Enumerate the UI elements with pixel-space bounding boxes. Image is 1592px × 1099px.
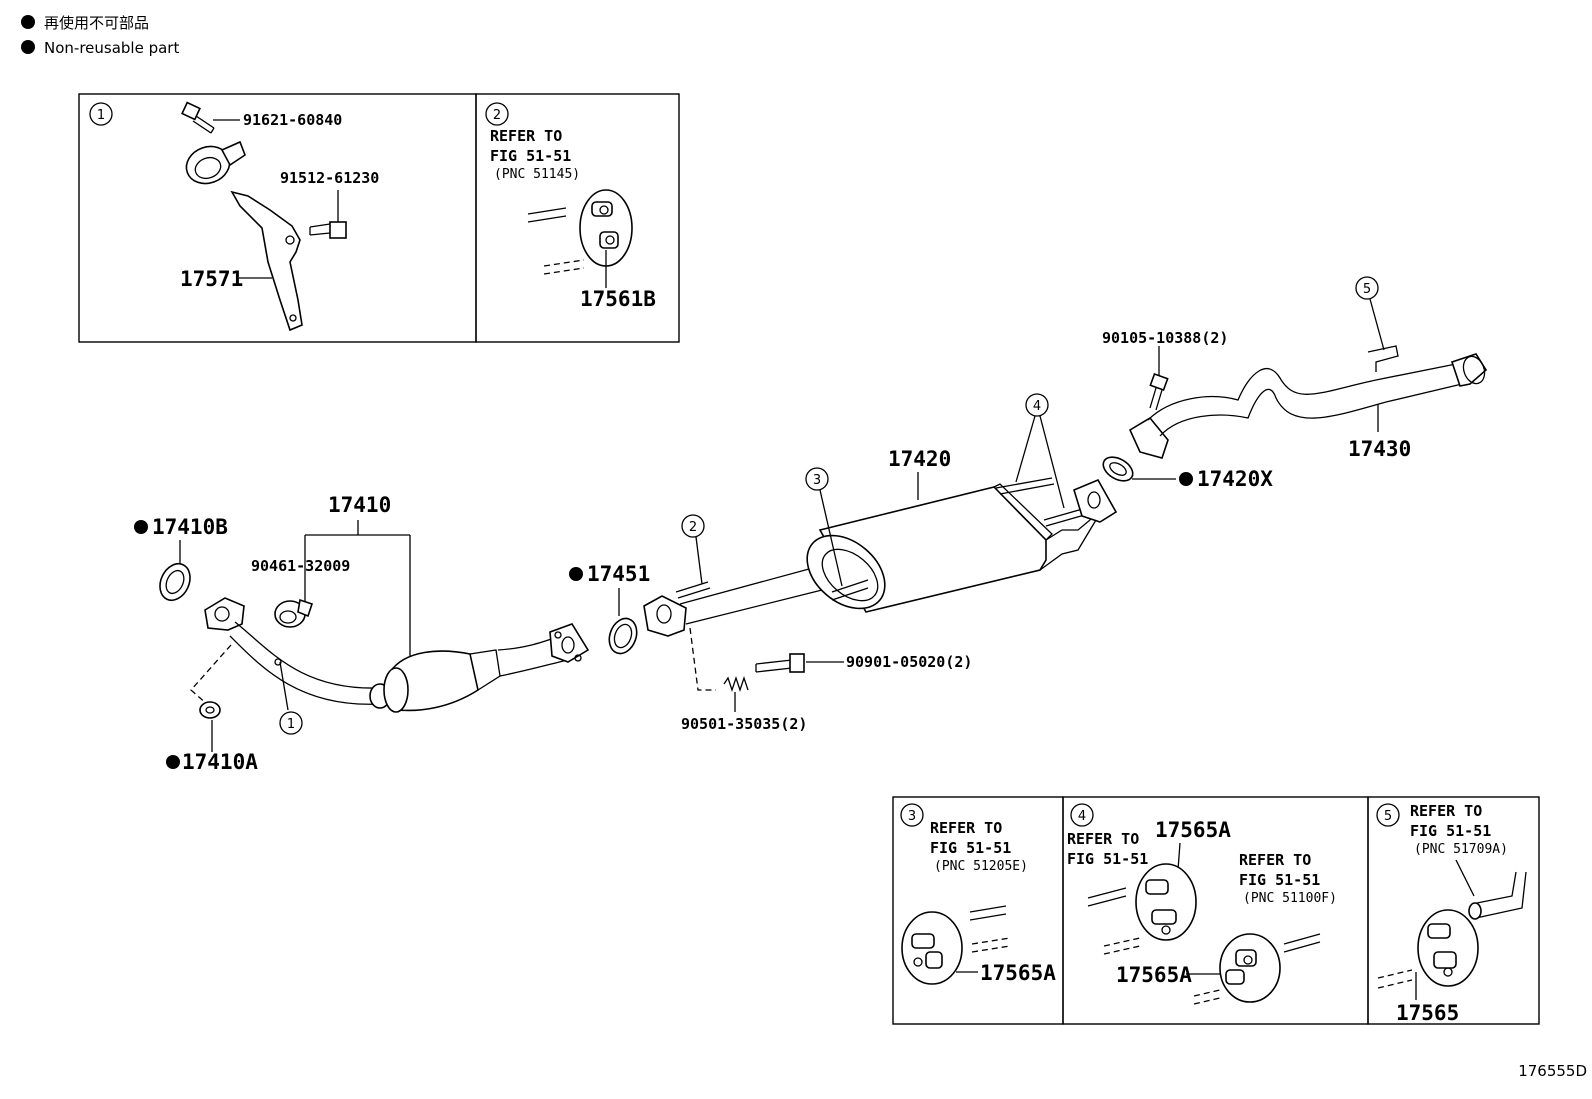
part-number-17561B: 17561B: [580, 287, 656, 311]
callout-2-number: 2: [689, 520, 697, 535]
inset-1: 1 91621-60840 91512-61230 1: [78, 93, 477, 343]
main-assembly: 17410B 17410: [134, 276, 1488, 774]
gasket-icon: [159, 562, 191, 602]
legend-ja: 再使用不可部品: [44, 14, 149, 32]
non-reusable-dot-icon: [21, 40, 35, 54]
inset-4-refer-a-line-2: FIG 51-51: [1067, 850, 1148, 868]
non-reusable-dot-icon: [1179, 472, 1193, 486]
callout-4-number: 4: [1033, 399, 1041, 414]
callout-3-number: 3: [813, 473, 821, 488]
rubber-hanger-icon: [579, 189, 633, 267]
rubber-hanger-icon: [901, 911, 963, 985]
callout-1-number: 1: [287, 717, 295, 732]
callout-circle: [1376, 803, 1400, 827]
inset-5: 5 REFER TO FIG 51-51 (PNC 51709A) 17565: [1367, 796, 1540, 1025]
part-number-17410: 17410: [328, 493, 391, 517]
part-number-17410A: 17410A: [182, 750, 258, 774]
part-number-17430: 17430: [1348, 437, 1411, 461]
inset-2-refer-pnc: (PNC 51145): [494, 167, 580, 182]
part-number-17565A-upper: 17565A: [1155, 818, 1231, 842]
inset-2-refer-line-2: FIG 51-51: [490, 147, 571, 165]
callout-circle: [805, 467, 829, 491]
bolt-icon: [755, 653, 805, 673]
inset-4: 4 REFER TO FIG 51-51 17565A REFER TO FIG…: [1062, 796, 1369, 1025]
bolt-icon: [309, 221, 347, 239]
inset-3-refer-pnc: (PNC 51205E): [934, 859, 1028, 874]
bolt-icon: [1149, 372, 1169, 411]
clamp-icon: [274, 598, 314, 628]
inset-3-refer-line-1: REFER TO: [930, 819, 1002, 837]
legend-en: Non-reusable part: [44, 39, 179, 57]
part-number-90901-05020: 90901-05020(2): [846, 653, 972, 671]
part-number-17420: 17420: [888, 447, 951, 471]
rubber-hanger-icon: [1219, 933, 1281, 1003]
inset-5-refer-pnc: (PNC 51709A): [1414, 842, 1508, 857]
rubber-hanger-icon: [1135, 863, 1197, 941]
muffler-icon: [806, 477, 1118, 613]
inset-1-number: 1: [97, 108, 105, 123]
inset-5-number: 5: [1384, 809, 1392, 824]
callout-circle: [1070, 803, 1094, 827]
part-number-90105-10388: 90105-10388(2): [1102, 329, 1228, 347]
inset-4-number: 4: [1078, 809, 1086, 824]
part-number-17420X: 17420X: [1197, 467, 1273, 491]
inset-2-frame: [475, 93, 680, 343]
gasket-icon: [608, 617, 638, 655]
figure-id: 176555D: [1518, 1062, 1587, 1080]
part-number-91621-60840: 91621-60840: [243, 111, 342, 129]
spring-icon: [723, 675, 749, 693]
callout-circle: [485, 102, 509, 126]
part-number-90461-32009: 90461-32009: [251, 557, 350, 575]
pipe-hanger-icon: [1468, 871, 1527, 920]
part-number-17451: 17451: [587, 562, 650, 586]
inset-3: 3 REFER TO FIG 51-51 (PNC 51205E) 17565A: [892, 796, 1064, 1025]
inset-4-refer-b-pnc: (PNC 51100F): [1243, 891, 1337, 906]
callout-circle: [279, 711, 303, 735]
bolt-icon: [181, 101, 215, 134]
center-pipe-icon: [643, 565, 831, 637]
callout-circle: [900, 803, 924, 827]
part-number-17410B: 17410B: [152, 515, 228, 539]
catalytic-converter-icon: [383, 633, 569, 713]
rubber-hanger-icon: [1417, 909, 1479, 987]
part-number-90501-35035: 90501-35035(2): [681, 715, 807, 733]
callout-5-number: 5: [1363, 282, 1371, 297]
callout-circle: [89, 102, 113, 126]
clamp-icon: [185, 140, 246, 185]
part-number-17565A: 17565A: [980, 961, 1056, 985]
non-reusable-dot-icon: [569, 567, 583, 581]
inset-5-refer-line-1: REFER TO: [1410, 802, 1482, 820]
inset-3-number: 3: [908, 809, 916, 824]
inset-4-refer-b-line-2: FIG 51-51: [1239, 871, 1320, 889]
callout-circle: [1355, 276, 1379, 300]
inset-5-refer-line-2: FIG 51-51: [1410, 822, 1491, 840]
non-reusable-dot-icon: [166, 755, 180, 769]
inset-3-refer-line-2: FIG 51-51: [930, 839, 1011, 857]
part-number-17565A-lower: 17565A: [1116, 963, 1192, 987]
inset-5-frame: [1367, 796, 1540, 1025]
gasket-icon: [1102, 456, 1134, 482]
non-reusable-dot-icon: [21, 15, 35, 29]
part-number-17571: 17571: [180, 267, 243, 291]
part-number-17565: 17565: [1396, 1001, 1459, 1025]
inset-2-number: 2: [493, 108, 501, 123]
part-number-91512-61230: 91512-61230: [280, 169, 379, 187]
inset-4-refer-a-line-1: REFER TO: [1067, 830, 1139, 848]
legend: 再使用不可部品 Non-reusable part: [21, 14, 179, 57]
callout-circle: [1025, 393, 1049, 417]
inset-2: 2 REFER TO FIG 51-51 (PNC 51145) 17561B: [475, 93, 680, 343]
inset-4-refer-b-line-1: REFER TO: [1239, 851, 1311, 869]
flange-icon: [549, 623, 590, 663]
nut-icon: [199, 701, 221, 719]
bracket-icon: [230, 190, 303, 332]
tail-pipe-icon: [1128, 345, 1488, 459]
callout-circle: [681, 514, 705, 538]
non-reusable-dot-icon: [134, 520, 148, 534]
inset-2-refer-line-1: REFER TO: [490, 127, 562, 145]
